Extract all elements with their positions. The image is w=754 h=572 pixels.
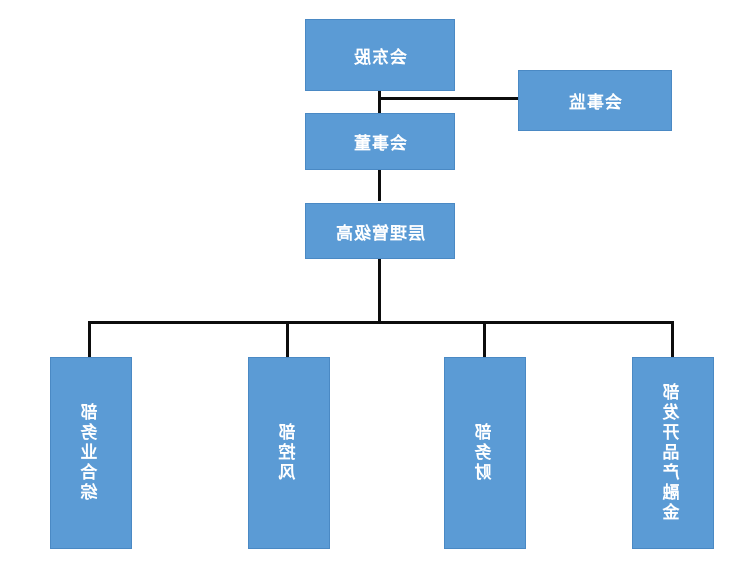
- connector-drop-dept-1: [671, 321, 674, 357]
- connector-drop-dept-4: [88, 321, 91, 357]
- node-supervisory-board[interactable]: 会事监: [518, 70, 672, 131]
- node-dept-general-business[interactable]: 部务业合综: [50, 357, 132, 549]
- node-dept-finance[interactable]: 部务财: [444, 357, 526, 549]
- connector-drop-dept-3: [286, 321, 289, 357]
- node-senior-management[interactable]: 层理管级高: [305, 203, 455, 259]
- node-dept-general-business-label: 部务业合综: [81, 403, 101, 503]
- node-board-of-directors[interactable]: 会事董: [305, 113, 455, 170]
- node-dept-risk-control[interactable]: 部控风: [248, 357, 330, 549]
- node-senior-management-label: 层理管级高: [335, 223, 425, 243]
- node-supervisory-board-label: 会事监: [568, 93, 622, 112]
- node-shareholders-meeting[interactable]: 会东股: [305, 19, 455, 91]
- connector-department-bar: [88, 321, 674, 324]
- connector-management-to-bar: [378, 259, 381, 323]
- node-board-of-directors-label: 会事董: [353, 134, 407, 153]
- connector-board-to-management: [378, 170, 381, 201]
- node-dept-financial-product-development[interactable]: 部发开品产融金: [632, 357, 714, 549]
- node-dept-finance-label: 部务财: [475, 423, 495, 483]
- node-dept-financial-product-development-label: 部发开品产融金: [663, 383, 683, 523]
- connector-drop-dept-2: [483, 321, 486, 357]
- connector-supervisory-to-spine: [379, 97, 518, 100]
- node-shareholders-meeting-label: 会东股: [353, 47, 407, 67]
- connector-shareholders-to-junction: [378, 91, 381, 113]
- node-dept-risk-control-label: 部控风: [279, 423, 299, 483]
